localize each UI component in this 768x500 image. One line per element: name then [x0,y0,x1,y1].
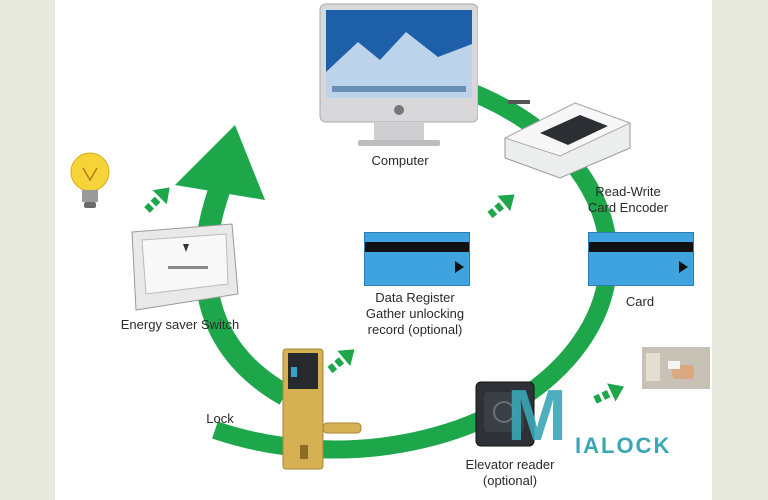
elevator-reader-illustration [475,381,535,447]
computer-label: Computer [371,153,429,168]
data-register-label-line1: Data Register [375,290,455,305]
elevator-label-line1: Elevator reader [465,457,555,472]
energy-saver-label: Energy saver Switch [120,317,240,332]
watermark-logo-text: IALOCK [575,433,672,458]
left-rising-arc [194,165,291,405]
card-label: Card [625,294,655,309]
key-card [588,232,694,286]
lock-illustration [282,348,362,470]
encoder-label-line1: Read-Write [595,184,661,199]
watermark-logo-letter: M [507,376,567,456]
card-encoder-illustration [503,100,632,179]
elevator-label-line2: (optional) [482,473,538,488]
encoder-label-line2: Card Encoder [587,200,669,215]
data-register-label-line3: record (optional) [367,322,463,337]
diagram-canvas: Computer Read-Write Card Encoder Data Re… [55,0,712,500]
energy-saver-illustration [131,223,239,311]
computer-illustration [319,3,478,146]
light-bulb-icon [70,152,110,208]
big-up-arrowhead [175,125,265,200]
lock-label: Lock [206,411,234,426]
card-usage-photo [642,347,710,389]
data-register-card [364,232,470,286]
small-arrows [144,187,625,404]
data-register-label-line2: Gather unlocking [365,306,465,321]
